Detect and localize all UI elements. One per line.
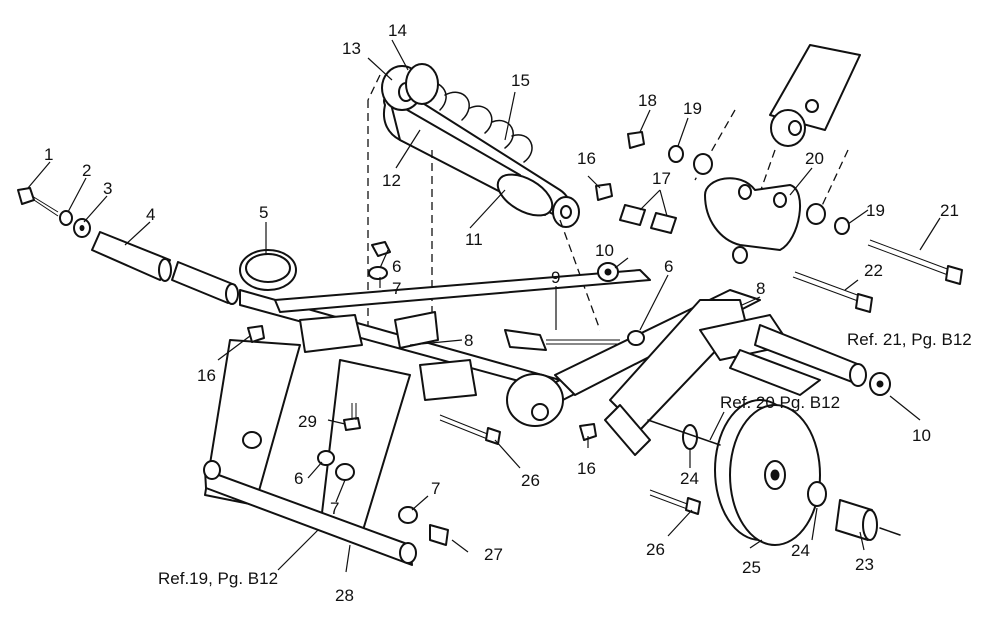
callout-28: 28: [335, 586, 354, 605]
callout-7-lower-left: 7: [330, 499, 339, 518]
reference-note-21: Ref. 21, Pg. B12: [847, 330, 972, 349]
callout-16-left: 16: [197, 366, 216, 385]
callout-8-right: 8: [756, 279, 765, 298]
callout-24-left: 24: [680, 469, 699, 488]
callout-16-bottom: 16: [577, 459, 596, 478]
rear-arm: [604, 299, 867, 456]
upper-shock-eye: [769, 44, 861, 147]
callout-8-left: 8: [464, 331, 473, 350]
reference-note-19: Ref.19, Pg. B12: [158, 569, 278, 588]
callout-18: 18: [638, 91, 657, 110]
callout-24-right: 24: [791, 541, 810, 560]
lower-link-28: [203, 339, 417, 566]
callout-11: 11: [465, 230, 483, 249]
hardware: [17, 131, 963, 546]
leader-lines: [27, 39, 941, 573]
callout-23: 23: [855, 555, 874, 574]
wheel-25: [714, 399, 821, 546]
callout-25: 25: [742, 558, 761, 577]
callout-15: 15: [511, 71, 530, 90]
callout-27: 27: [484, 545, 503, 564]
callout-13: 13: [342, 39, 361, 58]
callout-1: 1: [44, 145, 53, 164]
callout-26-center: 26: [521, 471, 540, 490]
callout-20: 20: [805, 149, 824, 168]
callout-14: 14: [388, 21, 407, 40]
callout-6-top: 6: [392, 257, 401, 276]
shock-absorber: [381, 63, 580, 228]
callout-2: 2: [82, 161, 91, 180]
callout-16-top: 16: [577, 149, 596, 168]
callout-10-top: 10: [595, 241, 614, 260]
callout-22: 22: [864, 261, 883, 280]
callout-7-top: 7: [392, 279, 401, 298]
callout-labels: 1 2 3 4 5 6 6 6 7 7 7 8 8 9 10 10 11 12 …: [44, 21, 972, 605]
callout-9: 9: [551, 268, 560, 287]
callout-7-lower-right: 7: [431, 479, 440, 498]
callout-19-top: 19: [683, 99, 702, 118]
callout-6-lower: 6: [294, 469, 303, 488]
callout-19-right: 19: [866, 201, 885, 220]
callout-26-right: 26: [646, 540, 665, 559]
callout-17: 17: [652, 169, 671, 188]
reference-note-20: Ref. 20 Pg. B12: [720, 393, 840, 412]
callout-29: 29: [298, 412, 317, 431]
callout-21: 21: [940, 201, 959, 220]
callout-6-right: 6: [664, 257, 673, 276]
callout-3: 3: [103, 179, 112, 198]
callout-5: 5: [259, 203, 268, 222]
callout-12: 12: [382, 171, 401, 190]
callout-10-right: 10: [912, 426, 931, 445]
callout-4: 4: [146, 205, 155, 224]
